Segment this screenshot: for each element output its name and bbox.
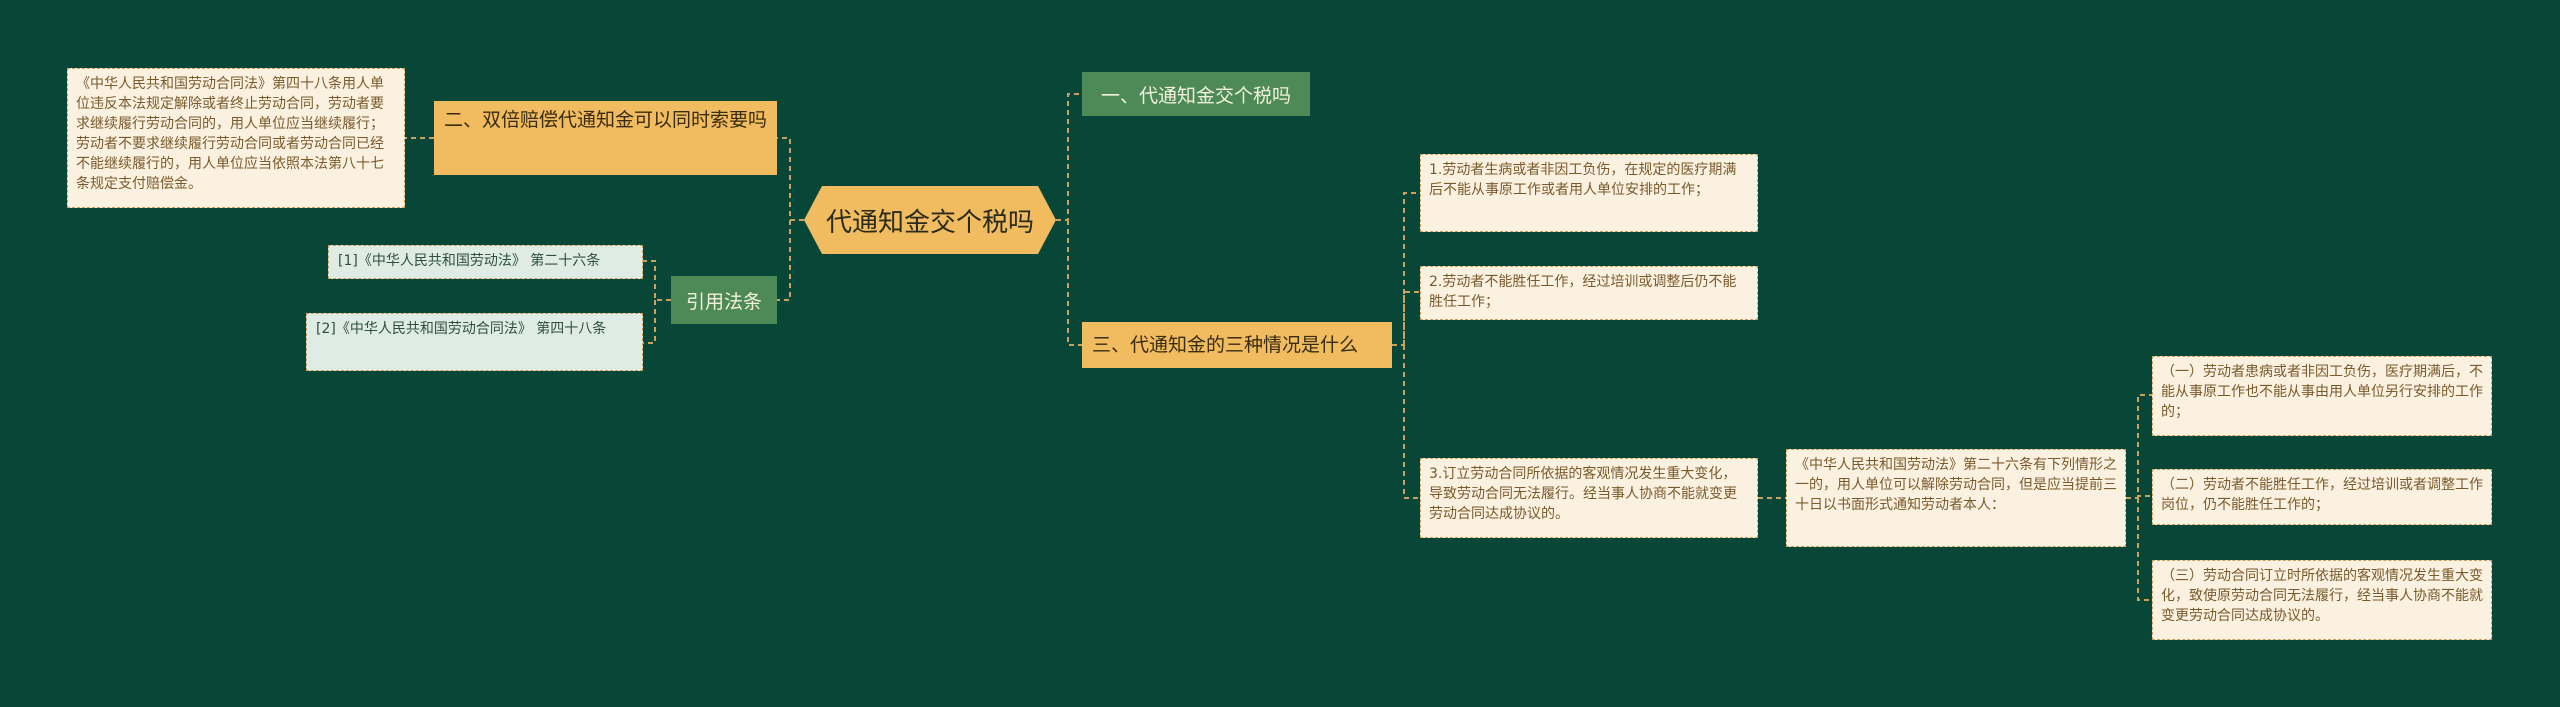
note-labor-contract-law-art48[interactable]: 《中华人民共和国劳动合同法》第四十八条用人单位违反本法规定解除或者终止劳动合同，… [67, 68, 405, 208]
branch-tax-question[interactable]: 一、代通知金交个税吗 [1082, 72, 1310, 116]
sub-item-text: （一）劳动者患病或者非因工负伤，医疗期满后，不能从事原工作也不能从事由用人单位另… [2161, 364, 2483, 420]
branch-three-situations-label: 三、代通知金的三种情况是什么 [1092, 333, 1359, 356]
condition-item-1[interactable]: 1.劳动者生病或者非因工负伤，在规定的医疗期满后不能从事原工作或者用人单位安排的… [1420, 154, 1758, 232]
condition-text: 3.订立劳动合同所依据的客观情况发生重大变化，导致劳动合同无法履行。经当事人协商… [1429, 466, 1737, 522]
branch-double-compensation-label: 二、双倍赔偿代通知金可以同时索要吗 [444, 109, 768, 131]
condition-text: 2.劳动者不能胜任工作，经过培训或调整后仍不能胜任工作； [1429, 274, 1737, 310]
reference-item-2[interactable]: [2]《中华人民共和国劳动合同法》 第四十八条 [306, 313, 643, 371]
note-text: 《中华人民共和国劳动法》第二十六条有下列情形之一的，用人单位可以解除劳动合同，但… [1795, 457, 2117, 513]
branch-references[interactable]: 引用法条 [671, 276, 777, 324]
sub-item-2[interactable]: （二）劳动者不能胜任工作，经过培训或者调整工作岗位，仍不能胜任工作的； [2152, 469, 2492, 525]
sub-item-3[interactable]: （三）劳动合同订立时所依据的客观情况发生重大变化，致使原劳动合同无法履行，经当事… [2152, 560, 2492, 640]
sub-item-text: （二）劳动者不能胜任工作，经过培训或者调整工作岗位，仍不能胜任工作的； [2161, 477, 2483, 513]
branch-three-situations[interactable]: 三、代通知金的三种情况是什么 [1082, 322, 1392, 368]
condition-item-2[interactable]: 2.劳动者不能胜任工作，经过培训或调整后仍不能胜任工作； [1420, 266, 1758, 320]
branch-tax-question-label: 一、代通知金交个税吗 [1100, 84, 1291, 107]
branch-references-label: 引用法条 [685, 290, 762, 313]
central-topic-title: 代通知金交个税吗 [825, 207, 1034, 238]
reference-item-1[interactable]: [1]《中华人民共和国劳动法》 第二十六条 [328, 245, 643, 279]
reference-text: [1]《中华人民共和国劳动法》 第二十六条 [338, 253, 601, 269]
central-topic[interactable]: 代通知金交个税吗 [804, 186, 1056, 254]
condition-item-3[interactable]: 3.订立劳动合同所依据的客观情况发生重大变化，导致劳动合同无法履行。经当事人协商… [1420, 458, 1758, 538]
note-text: 《中华人民共和国劳动合同法》第四十八条用人单位违反本法规定解除或者终止劳动合同，… [76, 76, 384, 192]
condition-text: 1.劳动者生病或者非因工负伤，在规定的医疗期满后不能从事原工作或者用人单位安排的… [1429, 162, 1737, 198]
note-labor-law-art26[interactable]: 《中华人民共和国劳动法》第二十六条有下列情形之一的，用人单位可以解除劳动合同，但… [1786, 449, 2126, 547]
sub-item-1[interactable]: （一）劳动者患病或者非因工负伤，医疗期满后，不能从事原工作也不能从事由用人单位另… [2152, 356, 2492, 436]
reference-text: [2]《中华人民共和国劳动合同法》 第四十八条 [316, 321, 607, 337]
branch-double-compensation[interactable]: 二、双倍赔偿代通知金可以同时索要吗 [434, 101, 777, 175]
sub-item-text: （三）劳动合同订立时所依据的客观情况发生重大变化，致使原劳动合同无法履行，经当事… [2161, 568, 2483, 624]
